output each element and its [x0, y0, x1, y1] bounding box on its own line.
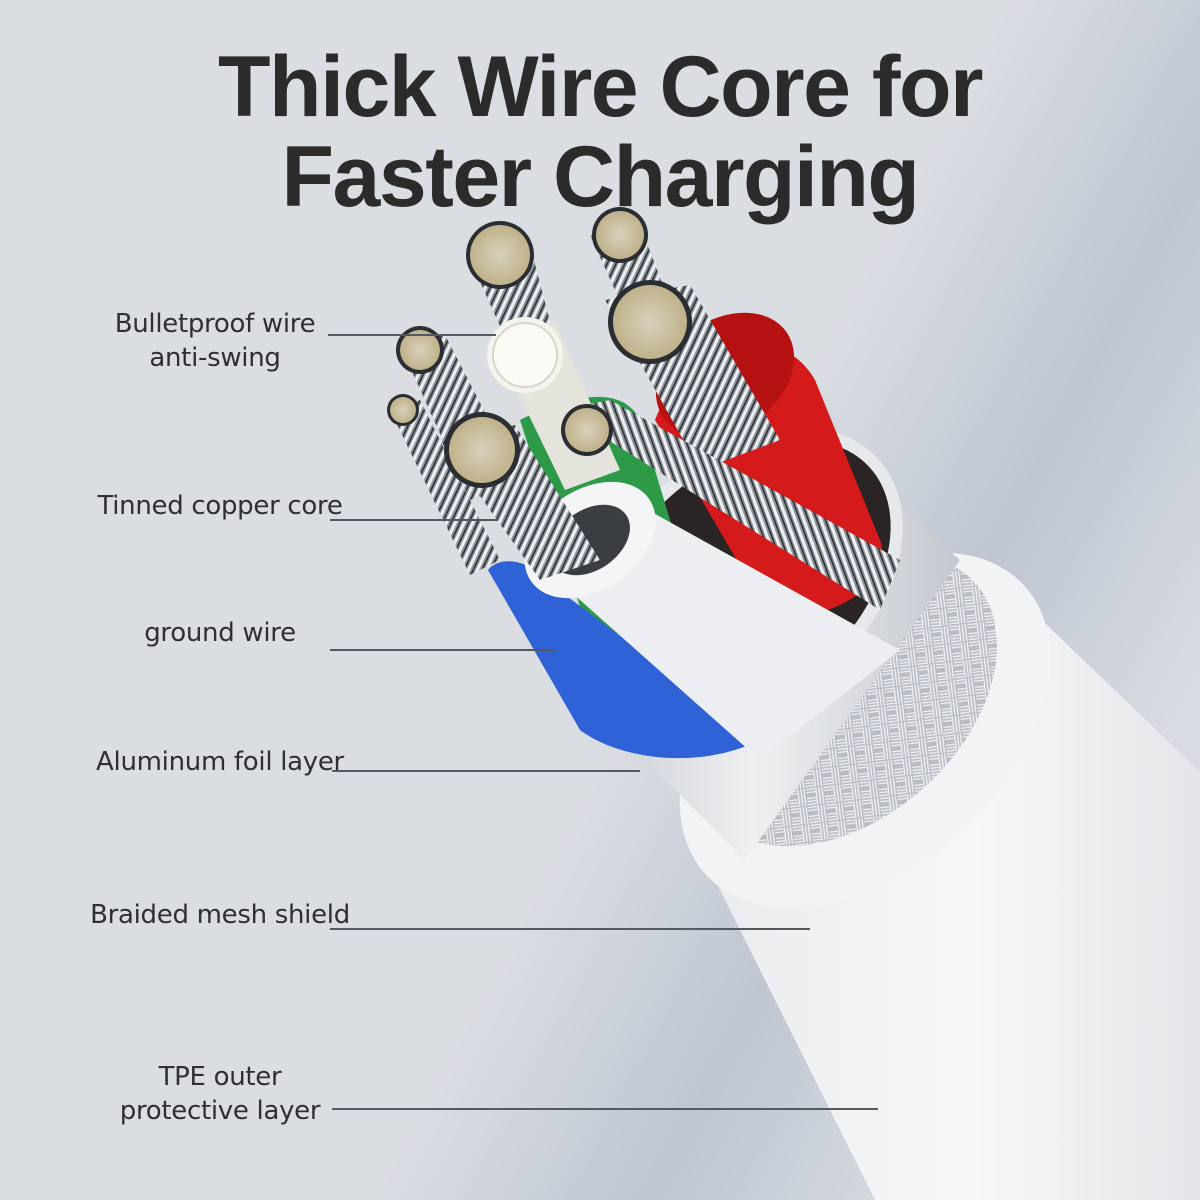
leader-line-tpe-outer-layer [332, 1108, 878, 1110]
callout-text: anti-swing [149, 343, 281, 373]
callout-ground-wire: ground wire [120, 616, 320, 650]
leader-line-braided-mesh-shield [330, 928, 810, 930]
title-line-1: Thick Wire Core for [218, 39, 983, 135]
callout-text: protective layer [119, 1096, 321, 1126]
title-line-2: Faster Charging [281, 129, 920, 225]
callout-tinned-copper-core: Tinned copper core [86, 489, 354, 523]
blue-wire [488, 561, 760, 759]
page-title: Thick Wire Core for Faster Charging [0, 42, 1200, 222]
leader-line-bulletproof-wire [328, 334, 496, 336]
callout-text: ground wire [144, 618, 296, 648]
callout-text: TPE outer [158, 1062, 282, 1092]
callout-bulletproof-wire: Bulletproof wire anti-swing [100, 307, 330, 375]
callout-text: Tinned copper core [97, 491, 343, 521]
callout-braided-mesh-shield: Braided mesh shield [82, 898, 358, 932]
callout-text: Bulletproof wire [114, 309, 316, 339]
callout-text: Braided mesh shield [90, 900, 350, 930]
leader-line-aluminum-foil-layer [332, 770, 640, 772]
callout-aluminum-foil-layer: Aluminum foil layer [84, 745, 356, 779]
leader-line-tinned-copper-core [330, 519, 498, 521]
callout-tpe-outer-layer: TPE outer protective layer [100, 1060, 340, 1128]
callout-text: Aluminum foil layer [96, 747, 344, 777]
strand-tips [387, 207, 692, 488]
leader-line-ground-wire [330, 649, 555, 651]
